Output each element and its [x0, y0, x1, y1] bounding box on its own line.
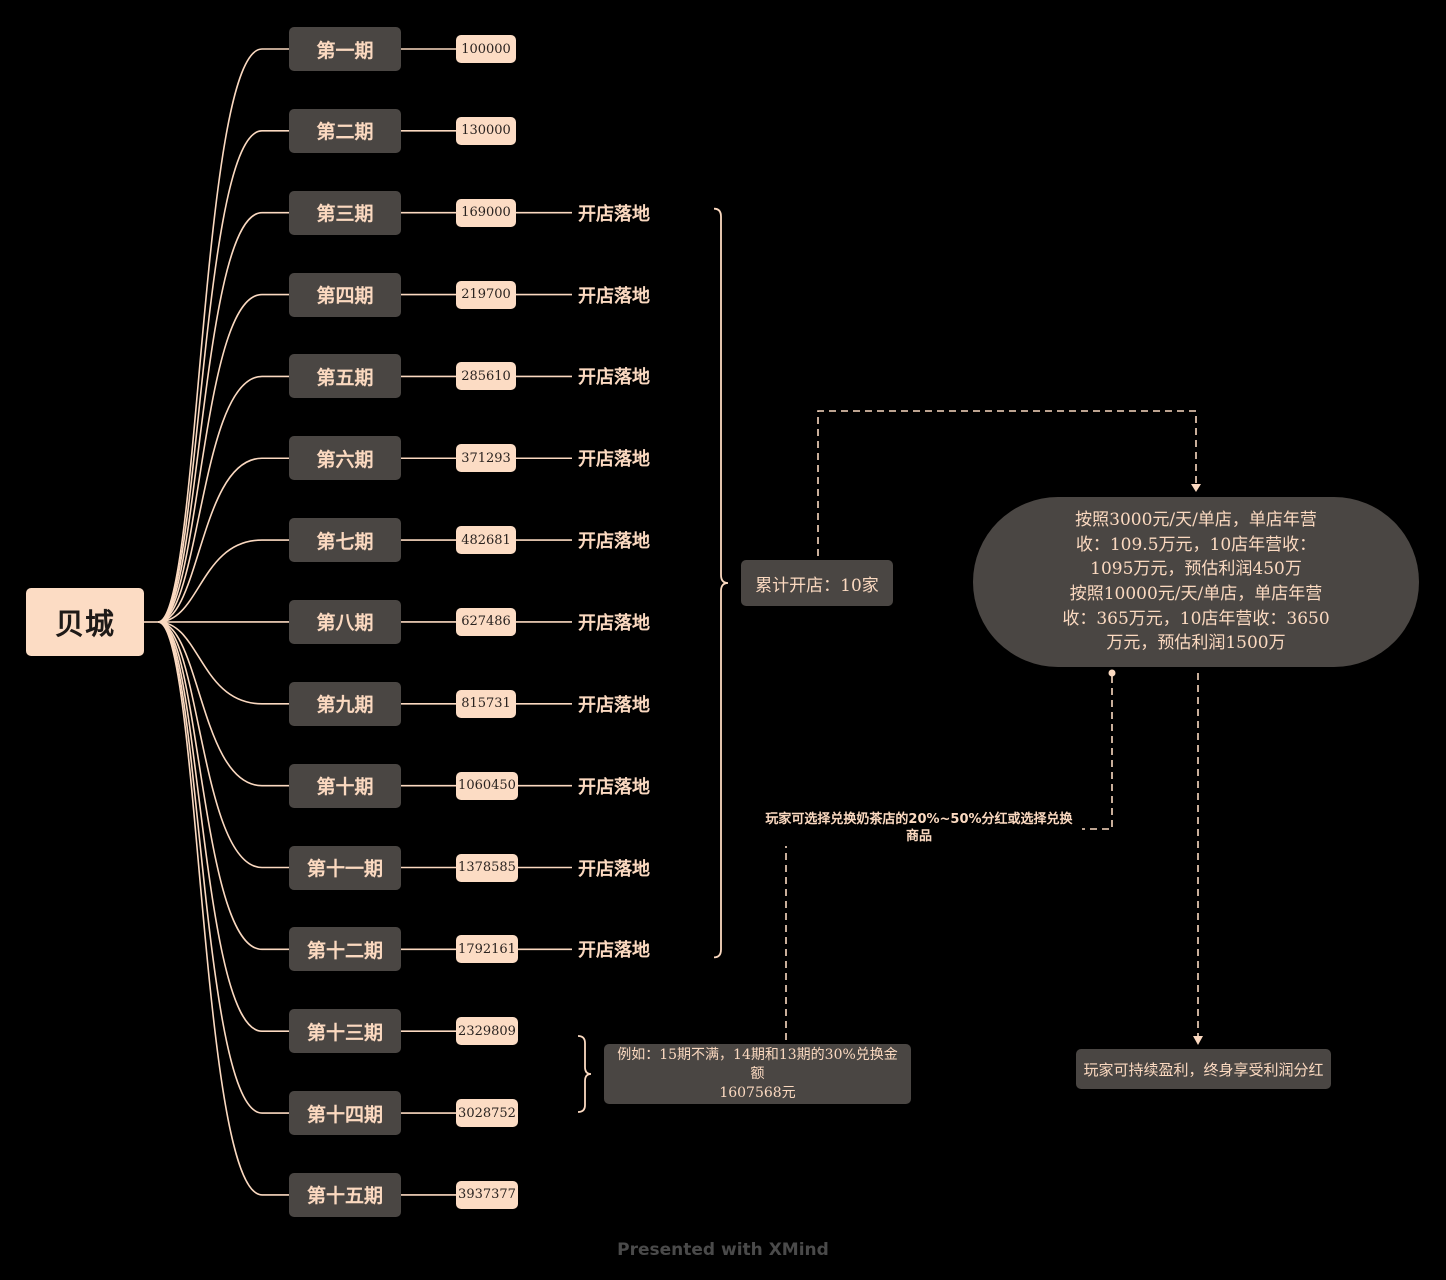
redemption-choice-label: 玩家可选择兑换奶茶店的20%~50%分红或选择兑换 商品	[758, 811, 1080, 845]
branch-line	[157, 293, 289, 623]
connector-dot	[1108, 669, 1116, 677]
profit-line: 按照10000元/天/单店，单店年营	[1069, 584, 1323, 604]
footer-credit: Presented with XMind	[617, 1240, 829, 1260]
period-amount[interactable]: 169000	[456, 198, 516, 227]
period-node[interactable]: 第七期	[289, 518, 401, 563]
branch-line	[157, 621, 289, 1032]
store-open-label[interactable]: 开店落地	[578, 531, 650, 553]
store-open-label[interactable]: 开店落地	[578, 776, 650, 798]
root-topic[interactable]: 贝城	[26, 588, 144, 656]
period-amount[interactable]: 130000	[456, 116, 516, 145]
profit-line: 按照3000元/天/单店，单店年营	[1075, 510, 1317, 531]
period-amount[interactable]: 1378585	[456, 853, 518, 882]
dashed-link-choice	[1082, 676, 1113, 830]
brace-open-stores	[713, 207, 729, 959]
branch-line	[157, 457, 289, 623]
choice-line: 玩家可选择兑换奶茶店的20%~50%分红或选择兑换	[765, 812, 1073, 827]
branch-line	[157, 621, 289, 787]
example-box[interactable]: 例如：15期不满，14期和13期的30%兑换金额 1607568元	[604, 1044, 911, 1104]
branch-line	[157, 211, 289, 623]
period-amount[interactable]: 3028752	[456, 1099, 518, 1128]
period-amount[interactable]: 2329809	[456, 1017, 518, 1046]
branch-line	[157, 375, 289, 623]
period-node[interactable]: 第二期	[289, 108, 401, 153]
period-amount[interactable]: 1792161	[456, 935, 518, 964]
profit-line: 收：109.5万元，10店年营收：	[1075, 534, 1317, 555]
store-open-label[interactable]: 开店落地	[578, 612, 650, 634]
store-open-label[interactable]: 开店落地	[578, 285, 650, 307]
period-node[interactable]: 第六期	[289, 436, 401, 481]
period-amount[interactable]: 815731	[456, 689, 516, 718]
period-node[interactable]: 第十二期	[289, 927, 401, 972]
period-node[interactable]: 第九期	[289, 681, 401, 726]
period-node[interactable]: 第五期	[289, 354, 401, 399]
period-node[interactable]: 第十一期	[289, 845, 401, 890]
store-open-label[interactable]: 开店落地	[578, 367, 650, 389]
period-amount[interactable]: 285610	[456, 362, 516, 391]
store-open-label[interactable]: 开店落地	[578, 858, 650, 880]
store-open-label[interactable]: 开店落地	[578, 203, 650, 225]
example-line: 1607568元	[719, 1084, 796, 1101]
store-open-label[interactable]: 开店落地	[578, 694, 650, 716]
branch-line	[157, 621, 289, 1114]
period-amount[interactable]: 371293	[456, 444, 516, 473]
store-open-label[interactable]: 开店落地	[578, 449, 650, 471]
period-node[interactable]: 第八期	[289, 599, 401, 644]
period-node[interactable]: 第三期	[289, 190, 401, 235]
period-amount[interactable]: 3937377	[456, 1180, 518, 1209]
period-node[interactable]: 第一期	[289, 27, 401, 71]
branch-line	[157, 621, 289, 951]
branch-line	[157, 621, 289, 869]
period-amount[interactable]: 627486	[456, 607, 516, 636]
profit-line: 1095万元，预估利润450万	[1090, 559, 1302, 580]
period-amount[interactable]: 219700	[456, 280, 516, 309]
profit-line: 收：365万元，10店年营收：3650	[1062, 608, 1330, 629]
profit-estimate-box[interactable]: 按照3000元/天/单店，单店年营 收：109.5万元，10店年营收： 1095…	[973, 497, 1419, 667]
cumulative-stores-box[interactable]: 累计开店：10家	[741, 560, 893, 606]
example-line: 例如：15期不满，14期和13期的30%兑换金额	[617, 1046, 898, 1082]
branch-line	[157, 621, 289, 1196]
arrow-head	[1191, 484, 1201, 492]
period-node[interactable]: 第十期	[289, 763, 401, 808]
branch-line	[157, 130, 289, 623]
store-open-label[interactable]: 开店落地	[578, 940, 650, 962]
period-amount[interactable]: 1060450	[456, 771, 518, 800]
period-node[interactable]: 第十三期	[289, 1009, 401, 1054]
branch-line	[157, 621, 289, 705]
period-node[interactable]: 第四期	[289, 272, 401, 317]
brace-example	[577, 1035, 592, 1113]
branch-line	[157, 48, 289, 623]
period-amount[interactable]: 482681	[456, 526, 516, 555]
dashed-link-profit	[817, 410, 1197, 556]
period-amount[interactable]: 100000	[456, 35, 516, 63]
dividend-box[interactable]: 玩家可持续盈利，终身享受利润分红	[1076, 1049, 1331, 1089]
period-node[interactable]: 第十五期	[289, 1172, 401, 1217]
period-node[interactable]: 第十四期	[289, 1091, 401, 1136]
arrow-head	[1193, 1036, 1203, 1045]
choice-line: 商品	[905, 829, 932, 844]
profit-line: 万元，预估利润1500万	[1106, 633, 1286, 654]
branch-line	[157, 539, 289, 623]
